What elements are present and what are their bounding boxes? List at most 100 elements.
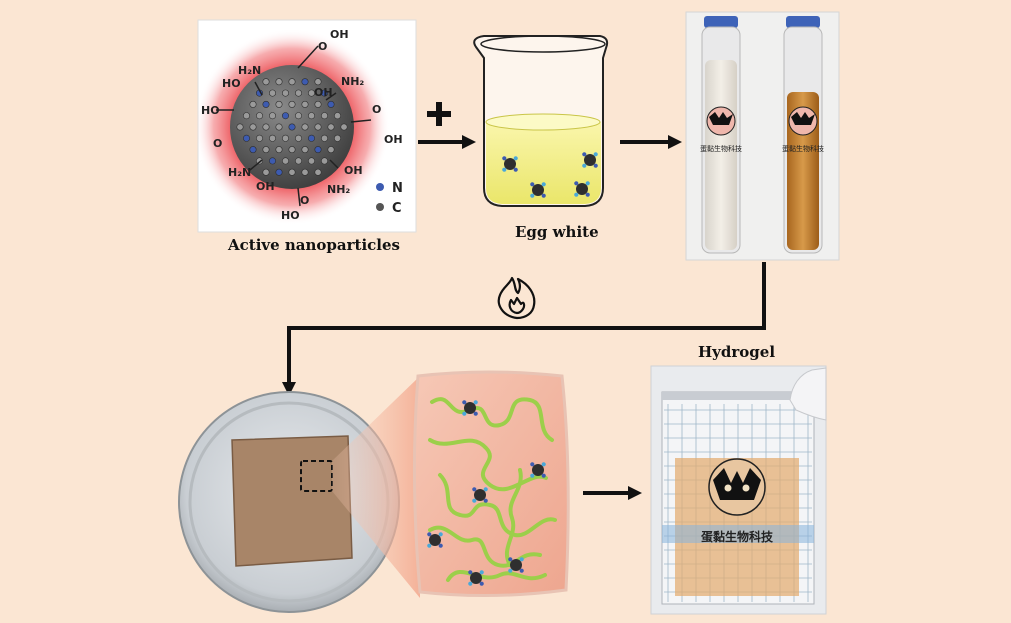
carbon-atom — [294, 157, 302, 165]
group-cooh-top-o: O — [318, 40, 327, 53]
group-nh2-right: NH₂ — [341, 75, 364, 88]
test-tubes-photo: 蛋黏生物科技 蛋黏生物科技 — [685, 11, 840, 261]
nanoparticle-marker — [530, 462, 546, 478]
nitrogen-atom — [243, 134, 251, 142]
nitrogen-atom — [307, 134, 315, 142]
carbon-atom — [301, 146, 309, 154]
caption-active-nanoparticles: Active nanoparticles — [227, 236, 400, 254]
group-bonds — [216, 45, 372, 207]
functional-groups: HO H₂N OH NH₂ O OH HO O O OH H₂N OH OH N… — [201, 28, 403, 222]
legend-c-label: C — [392, 201, 402, 216]
group-nh2-bottom-left: H₂N — [228, 166, 251, 179]
carbon-atom — [307, 157, 315, 165]
carbon-atom — [294, 112, 302, 120]
nanoparticle-marker — [582, 152, 598, 168]
carbon-atom — [288, 168, 296, 176]
beaker-rim — [480, 35, 606, 53]
flame-icon — [497, 276, 536, 320]
nitrogen-atom — [314, 146, 322, 154]
arrow-down-icon — [282, 382, 296, 396]
group-cooh-bottom-o: O — [300, 194, 309, 207]
carbon-atom — [314, 78, 322, 86]
beaker-particles — [502, 152, 598, 198]
carbon-atom — [255, 112, 263, 120]
caption-hydrogel: Hydrogel — [698, 343, 775, 361]
brand-name-right: 蛋黏生物科技 — [782, 144, 824, 153]
nanoparticle-marker — [468, 570, 484, 586]
carbon-atom — [249, 123, 257, 131]
carbon-atom — [281, 157, 289, 165]
nitrogen-atom — [288, 123, 296, 131]
carbon-atom — [320, 112, 328, 120]
nitrogen-atom — [327, 100, 335, 108]
carbon-atom — [275, 78, 283, 86]
carbon-atom — [243, 112, 251, 120]
gloved-hand — [789, 367, 827, 421]
caption-egg-white: Egg white — [515, 223, 599, 241]
group-cooh-left-ho: HO — [201, 104, 220, 117]
group-oh-top: OH — [314, 86, 333, 99]
carbon-atom — [275, 146, 283, 154]
nanoparticle-marker — [530, 182, 546, 198]
nitrogen-atom — [262, 100, 270, 108]
carbon-atom — [307, 89, 315, 97]
carbon-atom — [262, 146, 270, 154]
legend-n-label: N — [392, 181, 403, 196]
carbon-atom — [249, 100, 257, 108]
carbon-atom — [340, 123, 348, 131]
group-nh2-bottom-right: NH₂ — [327, 183, 350, 196]
brand-name-left: 蛋黏生物科技 — [700, 144, 742, 153]
nitrogen-atom — [281, 112, 289, 120]
liquid-surface — [485, 113, 601, 131]
group-oh-bottom-left: OH — [256, 180, 275, 193]
group-cooh-right-oh: OH — [384, 133, 403, 146]
carbon-atom — [255, 134, 263, 142]
group-cooh-top-oh: OH — [330, 28, 349, 41]
carbon-atom — [294, 89, 302, 97]
hydrogel-bag-photo: Hydrogel 蛋黏生物科技 — [650, 343, 827, 615]
zoom-cone — [332, 376, 420, 598]
carbon-atom — [327, 146, 335, 154]
carbon-atom — [327, 123, 335, 131]
brand-logo-bag — [708, 458, 766, 516]
legend-n-dot — [376, 183, 384, 191]
carbon-atom — [275, 123, 283, 131]
carbon-atom — [314, 100, 322, 108]
carbon-atom — [333, 112, 341, 120]
tube-liquid-left — [705, 60, 737, 250]
arrow-right-icon — [620, 135, 682, 149]
nanoparticle-marker — [472, 487, 488, 503]
gel-particles — [427, 400, 546, 586]
brand-logo-left: 蛋黏生物科技 — [700, 106, 742, 153]
nanoparticle-marker — [574, 181, 590, 197]
group-oh-left-top: HO — [222, 77, 241, 90]
blue-tape — [662, 525, 814, 543]
process-connector — [282, 262, 766, 396]
hydrogel-sheet — [231, 435, 353, 567]
nanoparticle-marker — [508, 557, 524, 573]
carbon-atom — [301, 168, 309, 176]
carbon-atom — [262, 78, 270, 86]
nitrogen-atom — [275, 168, 283, 176]
carbon-atom — [268, 134, 276, 142]
carbon-atom — [314, 168, 322, 176]
carbon-atom — [294, 134, 302, 142]
carbon-atom — [301, 123, 309, 131]
connector-line — [287, 262, 766, 384]
carbon-atom — [262, 168, 270, 176]
group-cooh-bottom-ho: HO — [281, 209, 300, 222]
legend-c-dot — [376, 203, 384, 211]
petri-dish-photo — [178, 391, 400, 613]
beaker-panel: Egg white — [473, 35, 609, 241]
tube-cap-right — [786, 16, 820, 28]
group-nh2-top-left: H₂N — [238, 64, 261, 77]
carbon-atom — [262, 123, 270, 131]
arrow-right-icon — [418, 135, 476, 149]
carbon-atom — [236, 123, 244, 131]
carbon-atom — [320, 134, 328, 142]
carbon-atom — [275, 100, 283, 108]
plus-icon — [427, 102, 451, 126]
nanoparticle-marker — [502, 156, 518, 172]
nanoparticle-marker — [427, 532, 443, 548]
